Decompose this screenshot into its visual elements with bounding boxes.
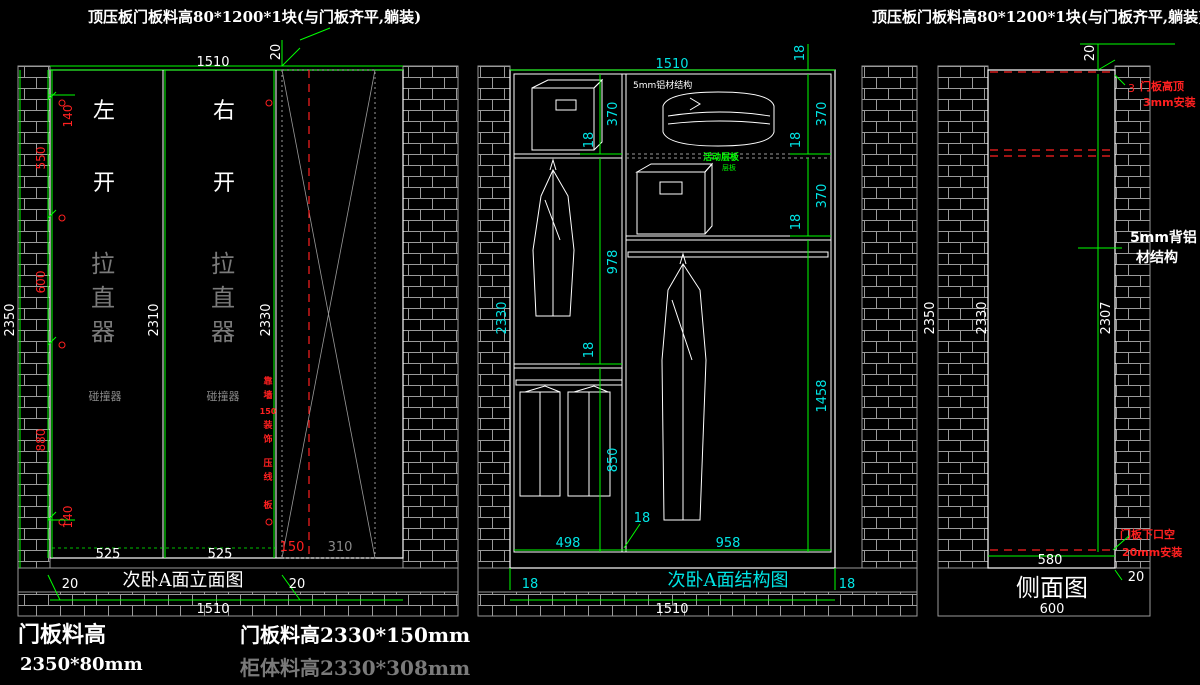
front-bottom-gap-left: 20 [62,577,79,592]
right-straightener-2: 直 [211,284,235,312]
structure-width-top: 1510 [655,57,688,72]
side-inner-depth: 580 [1038,553,1063,568]
left-straightener-1: 拉 [91,250,115,278]
front-height-outer: 2350 [3,303,18,336]
red-vertical-note: 靠 墙 150 装 饰 压 线 板 [260,375,277,511]
divider-thickness: 18 [634,511,651,526]
side-cabinet-frame [987,69,1116,569]
side-outer-height: 2350 [923,301,938,334]
structure-cabinet-frame [509,69,836,569]
right-hanging: 1458 [815,379,830,412]
left-top-shelf: 370 [606,102,621,127]
front-top-gap: 20 [269,44,284,61]
structure-right-wall [861,65,918,617]
structure-left-wall [477,65,511,617]
side-top-red-note-2: 3mm安装 [1143,95,1196,109]
hole-spacing-3: 600 [34,271,48,294]
cabinet-material: 柜体料高2330*308mm [240,656,470,680]
door-left-width: 525 [96,547,121,562]
front-width-top: 1510 [196,55,229,70]
top-note-left: 顶压板门板料高80*1200*1块(与门板齐平,躺装) [88,8,421,26]
side-bottom-red-note-2: 20mm安装 [1122,545,1182,559]
right-bumper-label: 碰撞器 [207,389,240,403]
right-top-shelf: 370 [815,102,830,127]
svg-text:压: 压 [263,458,272,469]
left-bumper-label: 碰撞器 [89,389,122,403]
structure-view-title: 次卧A面结构图 [668,570,789,591]
side-cabinet-height: 2330 [975,301,990,334]
left-door-char-1: 左 [93,99,115,124]
side-inner-height: 2307 [1099,301,1114,334]
left-mid-thickness: 18 [582,342,597,359]
hole-spacing-1: 140 [61,105,75,128]
right-straightener-1: 拉 [211,250,235,278]
front-view: 左 开 右 开 拉 直 器 拉 直 器 碰撞器 碰撞器 靠 墙 150 装 饰 … [3,27,459,617]
left-shelf-thickness: 18 [582,132,597,149]
svg-text:板: 板 [263,499,273,511]
structure-top-thickness: 18 [793,45,808,62]
right-shelf-thickness-1: 18 [789,132,804,149]
side-top-red-note-1: 门板高顶 [1140,79,1184,93]
front-width-bottom: 1510 [196,602,229,617]
side-right-wall [1114,65,1151,617]
aluminum-note: 5mm铝材结构 [633,79,692,91]
door-material-label: 门板料高 [18,622,106,648]
movable-shelf-note-1: 活动层板 [703,151,740,163]
left-straightener-3: 器 [91,318,115,346]
door-material-2: 门板料高2330*150mm [240,623,470,647]
svg-text:靠: 靠 [263,375,272,387]
svg-text:150: 150 [260,407,277,416]
front-view-title: 次卧A面立面图 [123,570,244,591]
front-height-cabinet: 2330 [259,303,274,336]
side-right-thickness: 18 [839,577,856,592]
side-left-wall [937,65,989,617]
door-material-size: 2350*80mm [20,654,143,675]
side-bottom-red-note-1: 门板下口空 [1120,527,1175,541]
top-note-right: 顶压板门板料高80*1200*1块(与门板齐平,躺装) [872,8,1200,26]
svg-text:线: 线 [263,471,272,483]
structure-view: 5mm铝材结构 活动层板 层板 1510 18 2330 [477,44,918,617]
left-lower: 850 [606,448,621,473]
right-straightener-3: 器 [211,318,235,346]
right-mid-shelf: 370 [815,184,830,209]
side-top-gap: 20 [1083,45,1098,62]
svg-text:饰: 饰 [262,433,272,445]
front-right-wall [402,65,459,617]
movable-shelf-note-2: 层板 [722,163,736,172]
right-door-char-2: 开 [213,171,235,196]
side-top-offset: 3 [1128,82,1135,95]
side-left-thickness: 18 [522,577,539,592]
side-view: 20 3 门板高顶 3mm安装 5mm背铝 材结构 门板下口空 20mm安装 2… [923,43,1197,617]
right-bottom-width: 958 [716,536,741,551]
side-view-title: 侧面图 [1016,574,1088,602]
hole-spacing-2: 550 [34,147,48,170]
svg-text:墙: 墙 [263,389,272,401]
side-outer-depth: 600 [1040,602,1065,617]
left-bottom-width: 498 [556,536,581,551]
structure-height: 2330 [495,301,510,334]
right-shelf-thickness-2: 18 [789,214,804,231]
hole-spacing-5: 140 [61,506,75,529]
left-hanging: 978 [606,250,621,275]
front-cabinet-frame [49,69,404,559]
left-straightener-2: 直 [91,284,115,312]
door-right-width: 525 [208,547,233,562]
right-door-char-1: 右 [213,99,235,124]
front-left-wall [17,65,51,617]
left-door-char-2: 开 [93,171,115,196]
side-bottom-gap: 20 [1128,570,1145,585]
side-width-red: 150 [280,540,305,555]
structure-width-bottom: 1510 [655,602,688,617]
svg-text:装: 装 [262,419,273,431]
front-bottom-gap-right: 20 [289,577,306,592]
side-back-note-1: 5mm背铝 [1130,229,1197,246]
hole-spacing-4: 880 [34,429,48,452]
side-width: 310 [328,540,353,555]
front-height-door: 2310 [147,303,162,336]
side-back-note-2: 材结构 [1136,249,1178,266]
